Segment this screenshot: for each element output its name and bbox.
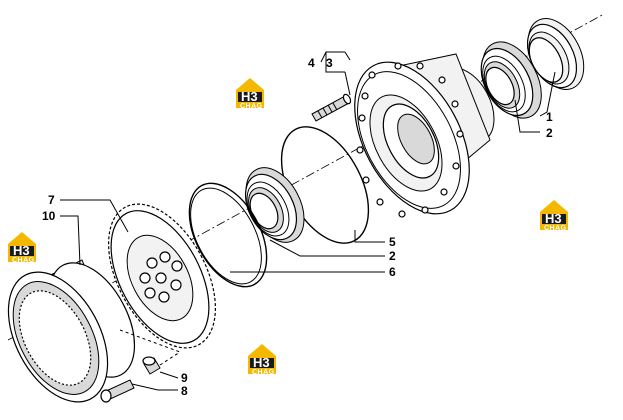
logo-letters: H3 <box>13 243 30 258</box>
callout-5: 5 <box>389 235 396 249</box>
part-10-ring-gear <box>7 259 136 403</box>
carrier-bolt-holes <box>139 251 183 303</box>
logo-letters: H3 <box>241 89 258 104</box>
logo-subtitle: CHAG <box>240 103 263 110</box>
part-2-bearing-outer <box>480 41 542 119</box>
leader-lines <box>60 51 556 391</box>
logo-letters: H3 <box>545 211 562 226</box>
watermark-logo-3: H3 CHAG <box>8 232 36 264</box>
watermark-logo-2: H3 CHAG <box>540 200 568 232</box>
callout-10: 10 <box>42 209 56 223</box>
watermark-logo-4: H3 CHAG <box>248 344 276 376</box>
callout-3: 3 <box>326 56 333 70</box>
callout-2-top: 2 <box>546 126 553 140</box>
part-7-gear-carrier <box>108 203 216 349</box>
callout-9: 9 <box>181 371 188 385</box>
logo-subtitle: CHAG <box>252 369 275 376</box>
watermark-logo-1: H3 CHAG <box>236 78 264 110</box>
wheel-hub-housing <box>354 53 495 218</box>
callout-1: 1 <box>546 110 553 124</box>
callout-4: 4 <box>308 56 315 70</box>
part-3-stud-bolt <box>311 93 352 122</box>
part-8-bolt <box>100 379 135 403</box>
part-6-snap-ring <box>188 182 268 288</box>
callout-6: 6 <box>389 265 396 279</box>
part-2-bearing-inner <box>244 167 305 243</box>
logo-letters: H3 <box>253 355 270 370</box>
logo-subtitle: CHAG <box>12 257 35 264</box>
callout-8: 8 <box>181 384 188 398</box>
logo-subtitle: CHAG <box>544 225 567 232</box>
part-9-bushing <box>142 356 161 375</box>
callout-7: 7 <box>48 193 55 207</box>
callout-2-lower: 2 <box>389 249 396 263</box>
